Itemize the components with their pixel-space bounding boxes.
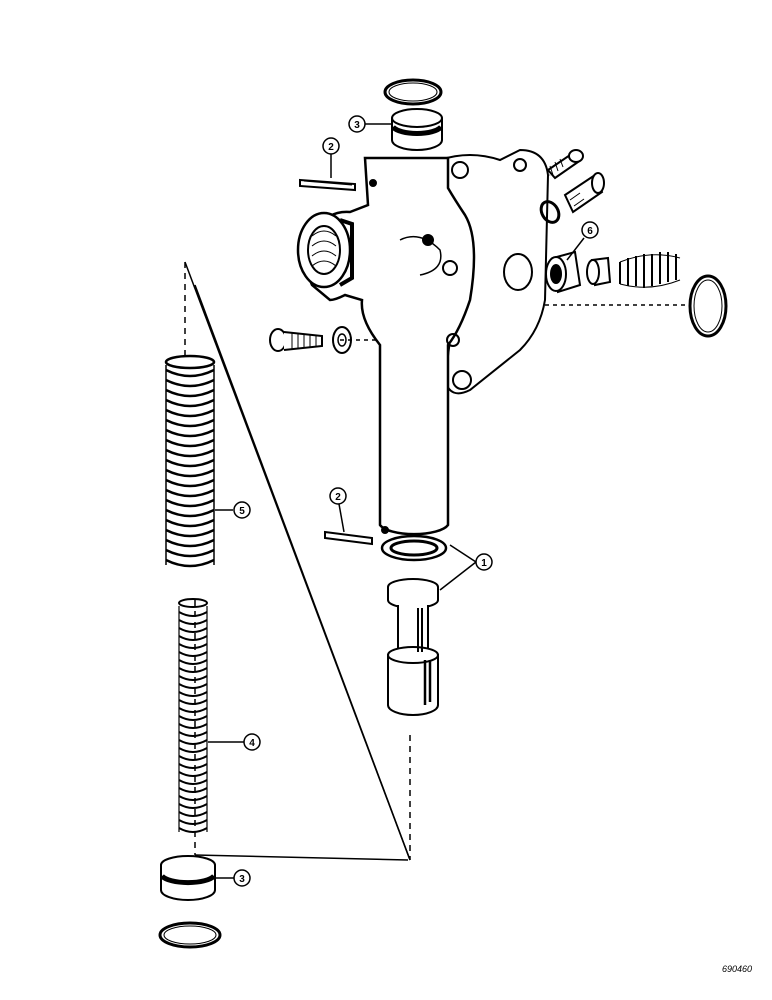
top-o-ring xyxy=(383,78,443,106)
relief-valve-poppet xyxy=(586,256,612,287)
svg-text:2: 2 xyxy=(335,492,341,503)
mounting-bolt-left xyxy=(269,326,352,354)
valve-spool xyxy=(387,578,439,716)
callout-4: 4 xyxy=(243,733,261,751)
top-o-ring-inner xyxy=(388,82,438,102)
small-spring xyxy=(178,598,208,833)
figure-number: 690460 xyxy=(722,964,753,974)
callout-6: 6 xyxy=(581,221,599,239)
bottom-cap xyxy=(160,855,216,901)
relief-spring xyxy=(619,252,681,288)
callout-5: 5 xyxy=(233,501,251,519)
svg-text:5: 5 xyxy=(239,506,245,517)
large-o-ring xyxy=(688,274,728,338)
leader-lines xyxy=(208,123,585,879)
valve-housing xyxy=(296,156,476,562)
side-port xyxy=(296,211,352,289)
bottom-o-ring xyxy=(158,921,222,949)
mounting-bolt-upper-right xyxy=(546,149,584,180)
callout-3-top: 3 xyxy=(348,115,366,133)
adjusting-plug xyxy=(563,172,605,214)
flange-plate xyxy=(438,148,550,395)
top-cap xyxy=(391,108,443,151)
callout-2-top: 2 xyxy=(322,137,340,155)
svg-text:1: 1 xyxy=(481,558,487,569)
svg-text:3: 3 xyxy=(354,120,360,131)
large-spring xyxy=(164,354,216,568)
svg-text:2: 2 xyxy=(328,142,334,153)
svg-text:6: 6 xyxy=(587,226,593,237)
roll-pin-top xyxy=(299,178,356,192)
callout-3-bottom: 3 xyxy=(233,869,251,887)
callout-1: 1 xyxy=(475,553,493,571)
callout-2-bottom: 2 xyxy=(329,487,347,505)
relief-valve-seat xyxy=(545,250,582,294)
roll-pin-bottom xyxy=(324,530,373,546)
svg-text:3: 3 xyxy=(239,874,245,885)
small-o-ring xyxy=(539,200,561,224)
svg-text:4: 4 xyxy=(249,738,255,749)
